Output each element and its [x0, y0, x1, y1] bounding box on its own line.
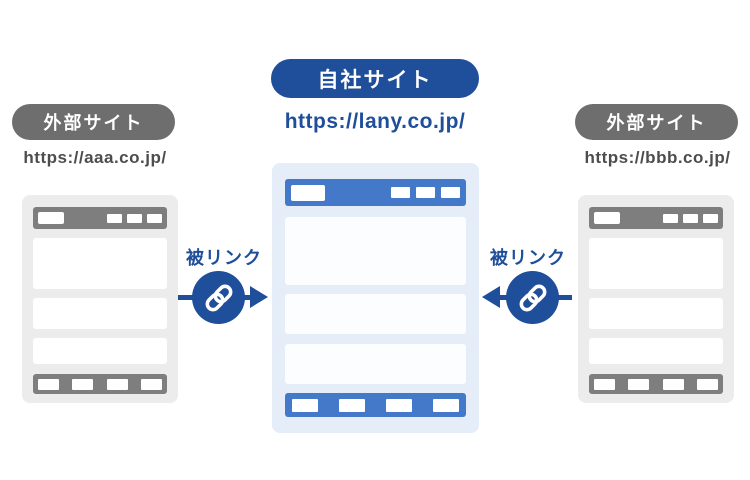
browser-header-bar — [285, 179, 466, 206]
own-site-url: https://lany.co.jp/ — [284, 110, 466, 133]
nav-placeholder — [391, 187, 460, 198]
backlink-arrowhead-right-pointing — [250, 286, 268, 308]
content-block-placeholder — [285, 217, 466, 285]
content-block-placeholder — [285, 344, 466, 384]
backlink-label-left: 被リンク — [186, 248, 262, 268]
nav-item-placeholder — [147, 213, 162, 223]
content-block-placeholder — [285, 294, 466, 334]
browser-footer-bar — [33, 374, 167, 394]
content-block-placeholder — [589, 338, 723, 364]
footer-item-placeholder — [696, 378, 718, 390]
footer-item-placeholder — [662, 378, 684, 390]
footer-item-placeholder — [38, 378, 59, 390]
content-block-placeholder — [589, 238, 723, 289]
external-site-left-browser-mockup — [22, 195, 178, 403]
external-site-right-pill-label: 外部サイト — [606, 113, 707, 133]
nav-item-placeholder — [683, 213, 698, 223]
own-site-pill: 自社サイト — [271, 59, 479, 98]
footer-item-placeholder — [292, 398, 318, 412]
browser-footer-bar — [589, 374, 723, 394]
nav-item-placeholder — [703, 213, 718, 223]
content-block-placeholder — [33, 238, 167, 289]
footer-item-placeholder — [433, 398, 459, 412]
browser-header-bar — [33, 207, 167, 229]
footer-item-placeholder — [386, 398, 412, 412]
logo-placeholder — [38, 212, 64, 224]
footer-item-placeholder — [594, 378, 615, 390]
footer-item-placeholder — [140, 378, 162, 390]
chain-link-icon — [192, 271, 245, 324]
own-site-pill-label: 自社サイト — [317, 68, 433, 92]
nav-item-placeholder — [127, 213, 142, 223]
browser-footer-bar — [285, 393, 466, 417]
chain-link-icon — [506, 271, 559, 324]
nav-item-placeholder — [391, 187, 410, 198]
footer-item-placeholder — [106, 378, 128, 390]
external-site-right-pill: 外部サイト — [575, 104, 738, 140]
external-site-right-url: https://bbb.co.jp/ — [584, 148, 731, 167]
browser-header-bar — [589, 207, 723, 229]
nav-item-placeholder — [416, 187, 435, 198]
nav-item-placeholder — [107, 213, 122, 223]
backlink-arrowhead-left-pointing — [482, 286, 500, 308]
logo-placeholder — [594, 212, 620, 224]
nav-placeholder — [663, 213, 718, 223]
content-block-placeholder — [33, 338, 167, 364]
own-site-browser-mockup — [272, 163, 479, 433]
nav-item-placeholder — [441, 187, 460, 198]
external-site-right-browser-mockup — [578, 195, 734, 403]
external-site-left-url: https://aaa.co.jp/ — [23, 148, 167, 167]
external-site-left-pill: 外部サイト — [12, 104, 175, 140]
content-block-placeholder — [589, 298, 723, 329]
logo-placeholder — [291, 184, 325, 201]
nav-item-placeholder — [663, 213, 678, 223]
footer-item-placeholder — [339, 398, 365, 412]
external-site-left-pill-label: 外部サイト — [43, 113, 144, 133]
content-block-placeholder — [33, 298, 167, 329]
footer-item-placeholder — [72, 378, 94, 390]
nav-placeholder — [107, 213, 162, 223]
footer-item-placeholder — [628, 378, 650, 390]
backlink-label-right: 被リンク — [490, 248, 566, 268]
